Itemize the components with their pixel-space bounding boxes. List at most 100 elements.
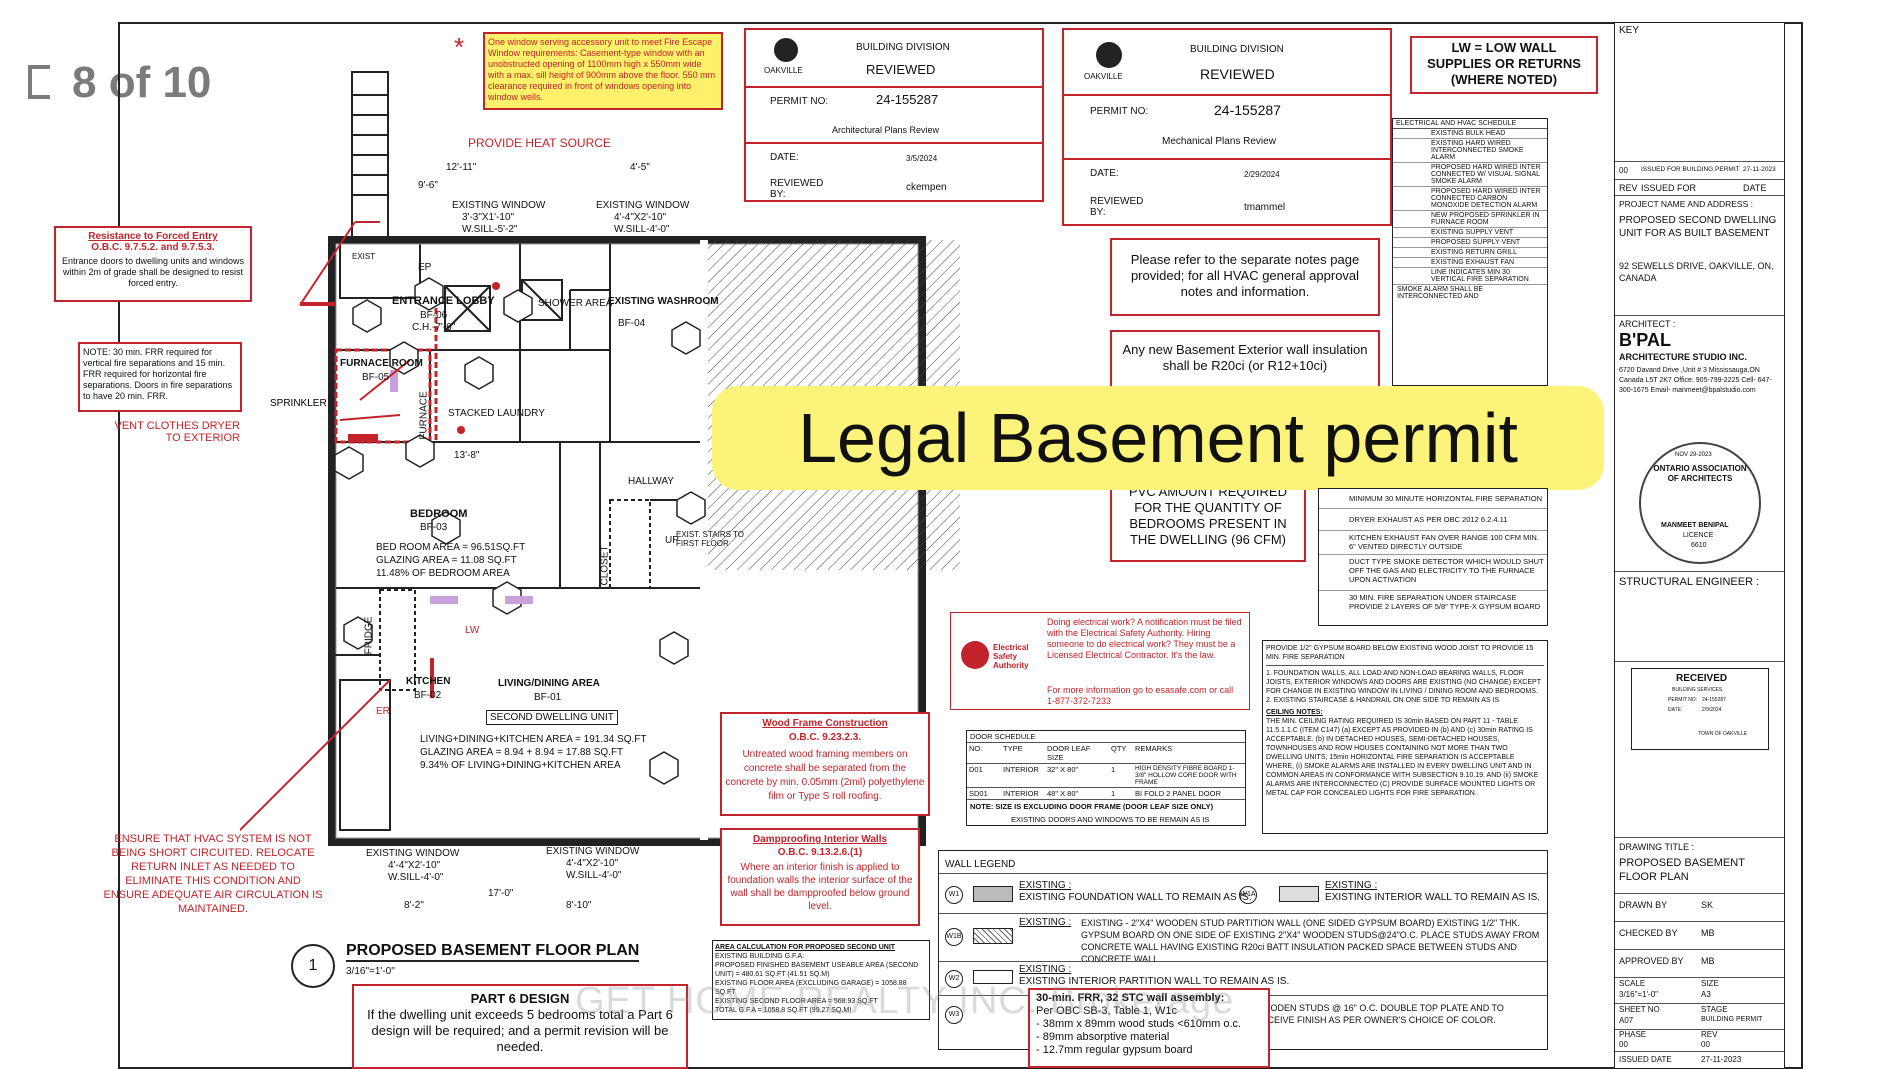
wall-legend-row: W2 EXISTING : EXISTING INTERIOR PARTITIO… [939, 961, 1547, 995]
received-town: TOWN OF OAKVILLE [1698, 731, 1748, 737]
wall-tag: W1A [1239, 886, 1257, 904]
frr-assembly-line: - 38mm x 89mm wood studs <610mm o.c. [1036, 1018, 1242, 1030]
esa-body: Doing electrical work? A notification mu… [1047, 617, 1242, 660]
insulation-note: Any new Basement Exterior wall insulatio… [1110, 330, 1380, 390]
review-permit-no: 24-155287 [1214, 102, 1281, 118]
forced-entry-note: Resistance to Forced Entry O.B.C. 9.7.5.… [54, 226, 252, 302]
general-notes: PROVIDE 1/2" GYPSUM BOARD BELOW EXISTING… [1262, 640, 1548, 834]
review-permit-label: PERMIT NO: [770, 96, 829, 107]
window-1-sill: W.SILL-5'-2" [462, 224, 518, 235]
dim-top-1: 12'-11" [446, 162, 477, 173]
hallway-label: HALLWAY [628, 476, 674, 487]
door-cell: INTERIOR [1003, 789, 1039, 798]
wall-label: EXISTING : [1019, 880, 1072, 891]
window-2-sill: W.SILL-4'-0" [614, 224, 670, 235]
asterisk-icon: * [454, 32, 465, 62]
living-pct: 9.34% OF LIVING+DINING+KITCHEN AREA [420, 760, 621, 771]
door-schedule-header: REMARKS [1135, 744, 1173, 753]
review-date: 3/5/2024 [906, 154, 938, 163]
size-label: SIZE [1701, 979, 1719, 988]
architect-seal: ONTARIO ASSOCIATION OF ARCHITECTS NOV 29… [1639, 442, 1761, 564]
key-label: KEY [1619, 25, 1640, 36]
schedule-row: EXISTING EXHAUST FAN [1393, 258, 1547, 268]
drawing-title-label: DRAWING TITLE : [1619, 842, 1695, 852]
shower-area-label: SHOWER AREA [538, 298, 613, 309]
door-cell: 1 [1111, 765, 1116, 774]
stacked-laundry-label: STACKED LAUNDRY [448, 408, 545, 419]
wall-text: EXISTING - 2"X4" WOODEN STUD PARTITION W… [1081, 918, 1540, 964]
review-permit-label: PERMIT NO: [1090, 106, 1149, 117]
checked-by-label: CHECKED BY [1619, 928, 1678, 938]
frr-note: NOTE: 30 min. FRR required for vertical … [78, 342, 242, 412]
door-schedule: DOOR SCHEDULE NO. TYPE DOOR LEAF SIZE QT… [966, 730, 1246, 826]
door-schedule-header: QTY [1111, 744, 1127, 753]
schedule-row: EXISTING BULK HEAD [1393, 129, 1547, 139]
door-schedule-header: TYPE [1003, 744, 1023, 753]
plan-number: 1 [291, 944, 335, 988]
review-by-label: REVIEWED BY: [770, 178, 824, 200]
keynote-row: 30 MIN. FIRE SEPARATION UNDER STAIRCASE … [1349, 593, 1541, 611]
door-cell: 48" X 80" [1047, 789, 1079, 798]
page-icon [28, 65, 50, 99]
dim-mid: 13'-8" [454, 450, 480, 461]
seal-number: 6610 [1691, 542, 1707, 549]
seal-org: ONTARIO ASSOCIATION OF ARCHITECTS [1653, 464, 1747, 483]
received-dept: BUILDING SERVICES [1672, 687, 1723, 693]
schedule-row: LINE INDICATES MIN 30 VERTICAL FIRE SEPA… [1393, 268, 1547, 285]
dampproofing-note: Dampproofing Interior Walls O.B.C. 9.13.… [720, 828, 920, 926]
wall-text: EXISTING FOUNDATION WALL TO REMAIN AS IS… [1019, 892, 1252, 903]
frr-wall-assembly: 30-min. FRR, 32 STC wall assembly: Per O… [1028, 988, 1270, 1068]
ep-label: EP [418, 262, 432, 273]
schedule-row: SMOKE ALARM SHALL BE INTERCONNECTED AND [1397, 286, 1484, 300]
area-calc-line: TOTAL G.F.A = 1058.8 SQ.FT (99.27 SQ.M) [715, 1007, 852, 1014]
issue-for: ISSUED FOR BUILDING PERMIT [1641, 166, 1740, 173]
keynote-row: KITCHEN EXHAUST FAN OVER RANGE 100 CFM M… [1319, 531, 1547, 555]
approved-by-label: APPROVED BY [1619, 956, 1684, 966]
review-status: REVIEWED [866, 62, 936, 77]
kitchen-code: BF-02 [414, 690, 442, 701]
entrance-lobby-code: BF-06 [420, 310, 448, 321]
schedule-row: PROPOSED HARD WIRED INTER CONNECTED CARB… [1393, 187, 1547, 211]
seal-licence: LICENCE [1683, 532, 1714, 539]
wall-swatch [973, 886, 1013, 902]
washroom-code: BF-04 [618, 318, 646, 329]
schedule-title: ELECTRICAL AND HVAC SCHEDULE [1393, 119, 1547, 129]
up-label: UP [665, 535, 679, 546]
existing-window-4-label: EXISTING WINDOW [546, 846, 640, 857]
window-1-size: 3'-3"X1'-10" [462, 212, 515, 223]
wall-legend-row: W1 EXISTING : EXISTING FOUNDATION WALL T… [939, 873, 1547, 913]
size-value: A3 [1701, 990, 1711, 999]
keynotes-list: MINIMUM 30 MINUTE HORIZONTAL FIRE SEPARA… [1318, 488, 1548, 626]
drawn-by-label: DRAWN BY [1619, 900, 1668, 910]
part6-body: If the dwelling unit exceeds 5 bedrooms … [367, 1007, 673, 1054]
door-cell: 1 [1111, 789, 1116, 798]
received-date-label: DATE: [1668, 707, 1683, 713]
received-date: 2/9/2024 [1702, 707, 1722, 713]
review-by: ckempen [906, 182, 947, 193]
stage-value: BUILDING PERMIT [1701, 1016, 1763, 1023]
issue-rev: 00 [1619, 166, 1628, 175]
architect-label: ARCHITECT : [1619, 319, 1676, 329]
ceiling-notes-title: CEILING NOTES: [1266, 709, 1323, 716]
bedroom-area: BED ROOM AREA = 96.51SQ.FT [376, 542, 526, 553]
wood-frame-body: Untreated wood framing members on concre… [725, 749, 925, 802]
general-notes-text: 1. FOUNDATION WALLS, ALL LOAD AND NON-LO… [1266, 670, 1541, 704]
window-4-sill: W.SILL-4'-0" [566, 870, 622, 881]
wood-frame-code: O.B.C. 9.23.2.3. [788, 732, 862, 743]
door-cell: HIGH DENSITY FIBRE BOARD 1-3/8" HOLLOW C… [1135, 765, 1237, 786]
forced-entry-title: Resistance to Forced Entry [88, 231, 218, 242]
wood-frame-note: Wood Frame Construction O.B.C. 9.23.2.3.… [720, 712, 930, 816]
phase-value: 00 [1619, 1040, 1628, 1049]
door-schedule-exist-note: EXISTING DOORS AND WINDOWS TO BE REMAIN … [1011, 815, 1210, 824]
area-calc-line: EXISTING BUILDING G.F.A: [715, 953, 805, 960]
second-unit-label: SECOND DWELLING UNIT [486, 710, 618, 725]
dim-bot-2: 17'-0" [488, 888, 514, 899]
window-3-sill: W.SILL-4'-0" [388, 872, 444, 883]
entrance-lobby-ch: C.H.-7'-6" [412, 322, 456, 333]
door-schedule-header: DOOR LEAF SIZE [1047, 744, 1091, 762]
issued-date-label: ISSUED DATE [1619, 1055, 1672, 1064]
wall-label: EXISTING : [1019, 917, 1072, 928]
door-cell: BI FOLD 2 PANEL DOOR [1135, 789, 1221, 798]
lw-note-line: SUPPLIES OR RETURNS [1427, 56, 1581, 71]
area-calc-line: EXISTING FLOOR AREA (EXCLUDING GARAGE) =… [715, 980, 907, 996]
